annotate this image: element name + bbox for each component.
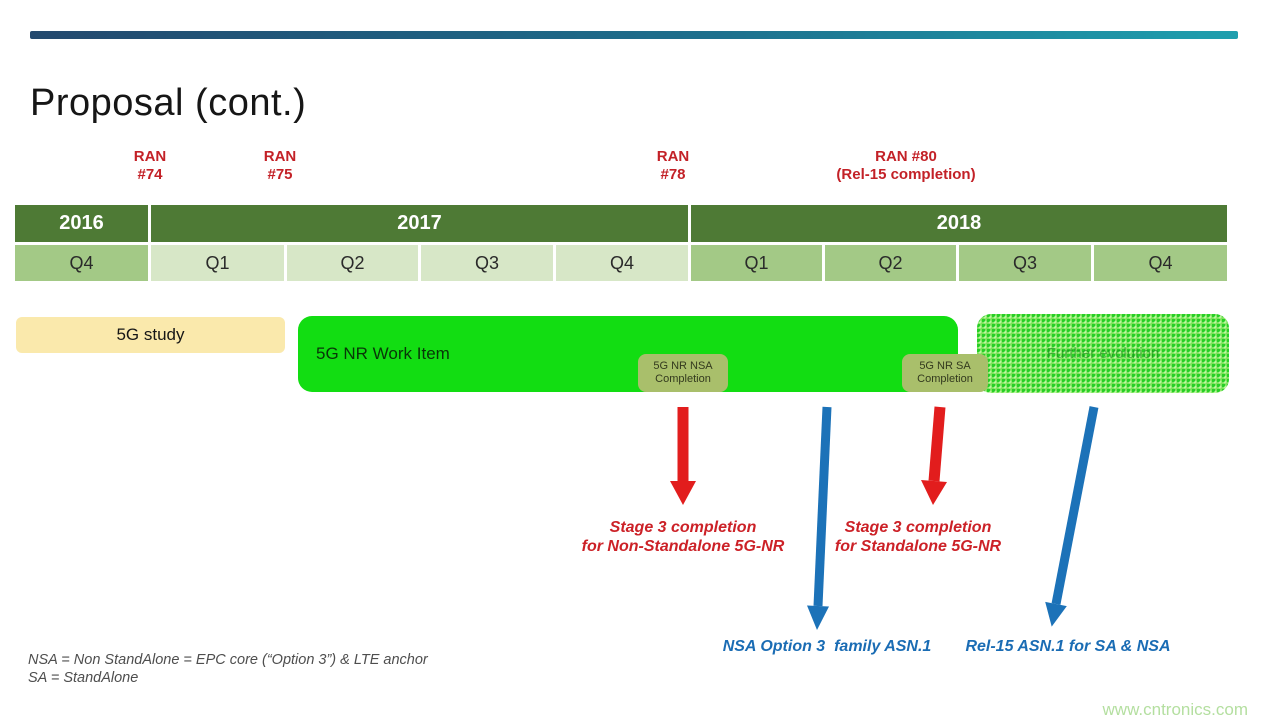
quarter-cell-2017-q2: Q2 [287,245,418,281]
quarter-cell-2018-q4: Q4 [1094,245,1227,281]
year-cell-2017: 2017 [151,205,688,242]
page-title: Proposal (cont.) [30,82,307,124]
note-asn1-nsa: NSA Option 3 family ASN.1 [722,638,932,655]
milestone-box-nsa-line2: Completion [655,373,711,385]
milestone-box-sa-completion: 5G NR SA Completion [902,354,988,392]
ran-label-75-line1: RAN [263,148,297,165]
milestone-box-nsa-line1: 5G NR NSA [653,360,713,372]
milestone-box-sa-line2: Completion [917,373,973,385]
ran-label-78: RAN #78 [543,148,803,184]
ran-label-74-line2: #74 [137,166,163,183]
red-arrow-nsa-stage3 [670,407,696,505]
bar-5g-nr-work-item: 5G NR Work Item [298,316,958,392]
milestone-box-nsa-completion: 5G NR NSA Completion [638,354,728,392]
note-stage3-sa: Stage 3 completion for Standalone 5G-NR [768,518,1068,556]
milestone-box-sa-line1: 5G NR SA [919,360,971,372]
ran-label-80-line2: (Rel-15 completion) [836,166,976,183]
ran-label-75: RAN #75 [150,148,410,184]
note-stage3-nsa: Stage 3 completion for Non-Standalone 5G… [533,518,833,556]
quarter-cell-2017-q1: Q1 [151,245,284,281]
quarter-cell-2016-q4: Q4 [15,245,148,281]
quarter-cell-2017-q3: Q3 [421,245,553,281]
ran-label-74-line1: RAN [133,148,167,165]
quarter-cell-2017-q4: Q4 [556,245,688,281]
quarter-cell-2018-q1: Q1 [691,245,822,281]
note-stage3-sa-line2: for Standalone 5G-NR [834,538,1002,555]
year-cell-2018: 2018 [691,205,1227,242]
ran-label-80: RAN #80 (Rel-15 completion) [776,148,1036,184]
red-arrow-sa-stage3 [921,406,947,505]
note-stage3-sa-line1: Stage 3 completion [844,519,992,536]
ran-label-74: RAN #74 [20,148,280,184]
blue-arrow-rel15-asn1 [1045,406,1099,627]
note-asn1-rel15: Rel-15 ASN.1 for SA & NSA [965,638,1171,655]
note-stage3-nsa-line1: Stage 3 completion [609,519,757,536]
ran-label-78-line1: RAN [656,148,690,165]
footnote-sa-definition: SA = StandAlone [28,670,139,686]
slide-top-divider [30,31,1238,39]
footnote-nsa-definition: NSA = Non StandAlone = EPC core (“Option… [28,652,428,668]
year-cell-2016: 2016 [15,205,148,242]
bar-further-evolution: Further evolution [977,314,1229,393]
ran-label-78-line2: #78 [660,166,686,183]
note-stage3-nsa-line2: for Non-Standalone 5G-NR [581,538,785,555]
ran-label-80-line1: RAN #80 [875,148,937,165]
ran-label-75-line2: #75 [267,166,293,183]
watermark: www.cntronics.com [1102,700,1248,719]
quarter-cell-2018-q2: Q2 [825,245,956,281]
quarter-cell-2018-q3: Q3 [959,245,1091,281]
bar-5g-study: 5G study [16,317,285,353]
